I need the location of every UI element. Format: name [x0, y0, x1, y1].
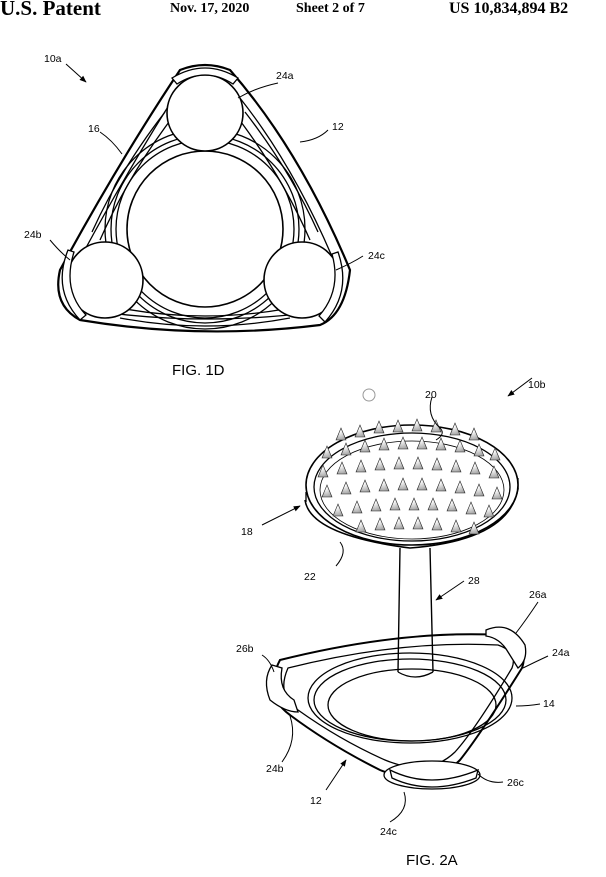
sheet-number: Sheet 2 of 7 — [296, 1, 365, 16]
cap-26b — [265, 664, 299, 713]
ref-26b: 26b — [236, 643, 254, 655]
stem — [397, 547, 434, 673]
patent-label: U.S. Patent — [0, 0, 101, 20]
ref-20: 20 — [425, 389, 437, 401]
base-outline-2a — [272, 633, 525, 779]
head-nubs — [317, 418, 503, 535]
ref-22: 22 — [304, 571, 316, 583]
base-inner-outline — [72, 75, 337, 320]
ref-28: 28 — [468, 575, 480, 587]
scan-artifact-circle — [362, 388, 376, 402]
cap-b — [61, 249, 87, 321]
ref-12-2a: 12 — [310, 795, 322, 807]
ref-10b: 10b — [528, 379, 546, 391]
figure-caption-2a: FIG. 2A — [406, 852, 458, 869]
ref-24b: 24b — [24, 229, 42, 241]
ref-18: 18 — [241, 526, 253, 538]
fig-2a-leaders — [261, 377, 549, 823]
head-rim — [304, 487, 519, 549]
ref-12: 12 — [332, 121, 344, 133]
fig-1d-drawing — [57, 63, 352, 333]
cap-26c — [389, 768, 479, 788]
head-top — [305, 424, 519, 546]
ref-24a-2a: 24a — [552, 647, 570, 659]
bowl-circle — [126, 150, 284, 308]
cap-26a — [485, 626, 527, 669]
ref-24a: 24a — [276, 70, 294, 82]
patent-date: Nov. 17, 2020 — [170, 1, 250, 16]
ref-24c: 24c — [368, 250, 385, 262]
ref-14: 14 — [543, 698, 555, 710]
cap-a — [171, 67, 239, 85]
ref-24c-2a: 24c — [380, 826, 397, 838]
patent-header: U.S. Patent Nov. 17, 2020 Sheet 2 of 7 U… — [0, 0, 606, 22]
base-outline — [57, 63, 352, 333]
ref-16: 16 — [88, 123, 100, 135]
ref-10a: 10a — [44, 53, 62, 65]
fig-2a-drawing — [265, 424, 527, 790]
bowl-inner — [327, 668, 497, 742]
ref-26c: 26c — [507, 777, 524, 789]
bowl-rim — [307, 652, 513, 744]
foot-a-ball — [166, 74, 244, 152]
fig-1d-leaders — [49, 63, 364, 271]
ref-26a: 26a — [529, 589, 547, 601]
ref-24b-2a: 24b — [266, 763, 284, 775]
patent-number: US 10,834,894 B2 — [449, 0, 569, 17]
figure-caption-1d: FIG. 1D — [172, 362, 225, 379]
